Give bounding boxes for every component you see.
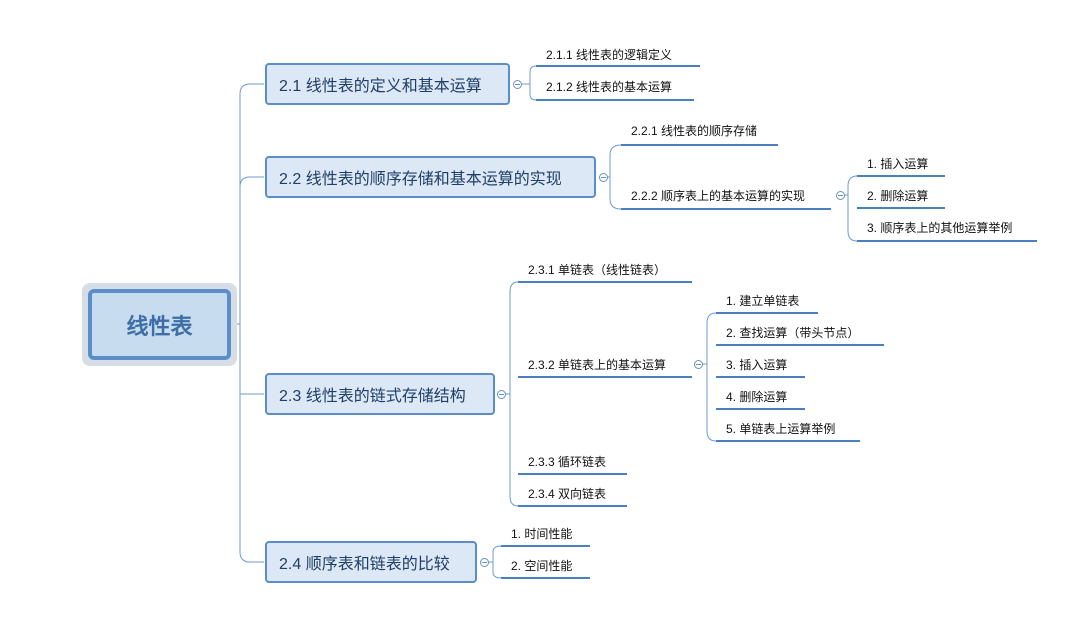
topic-2-2[interactable]: 2.2 线性表的顺序存储和基本运算的实现 [265, 156, 596, 198]
collapse-toggle-2-2[interactable] [599, 173, 608, 182]
collapse-toggle-2-1[interactable] [513, 80, 522, 89]
root-node[interactable]: 线性表 [88, 289, 231, 360]
subtopic-2-3-2[interactable]: 2.3.2 单链表上的基本运算 [528, 358, 667, 372]
topic-2-4[interactable]: 2.4 顺序表和链表的比较 [265, 541, 477, 583]
topic-2-3[interactable]: 2.3 线性表的链式存储结构 [265, 373, 495, 415]
item-delete[interactable]: 4. 删除运算 [726, 390, 788, 404]
topic-2-1[interactable]: 2.1 线性表的定义和基本运算 [265, 63, 510, 105]
item-other-examples[interactable]: 3. 顺序表上的其他运算举例 [867, 221, 1013, 235]
item-search[interactable]: 2. 查找运算（带头节点） [726, 326, 860, 340]
subtopic-2-1-2[interactable]: 2.1.2 线性表的基本运算 [546, 80, 673, 94]
item-space-performance[interactable]: 2. 空间性能 [511, 559, 573, 573]
item-insert[interactable]: 1. 插入运算 [867, 157, 929, 171]
subtopic-2-2-1[interactable]: 2.2.1 线性表的顺序存储 [631, 124, 758, 138]
item-build-list[interactable]: 1. 建立单链表 [726, 294, 800, 308]
item-insert[interactable]: 3. 插入运算 [726, 358, 788, 372]
item-delete[interactable]: 2. 删除运算 [867, 189, 929, 203]
subtopic-2-3-1[interactable]: 2.3.1 单链表（线性链表） [528, 263, 667, 277]
collapse-toggle-2-3[interactable] [497, 390, 506, 399]
subtopic-2-1-1[interactable]: 2.1.1 线性表的逻辑定义 [546, 48, 673, 62]
collapse-toggle-2-4[interactable] [480, 558, 489, 567]
collapse-toggle-2-2-2[interactable] [836, 191, 845, 200]
subtopic-2-3-3[interactable]: 2.3.3 循环链表 [528, 455, 607, 469]
collapse-toggle-2-3-2[interactable] [694, 360, 703, 369]
subtopic-2-3-4[interactable]: 2.3.4 双向链表 [528, 487, 607, 501]
item-time-performance[interactable]: 1. 时间性能 [511, 527, 573, 541]
item-list-examples[interactable]: 5. 单链表上运算举例 [726, 422, 836, 436]
subtopic-2-2-2[interactable]: 2.2.2 顺序表上的基本运算的实现 [631, 189, 806, 203]
